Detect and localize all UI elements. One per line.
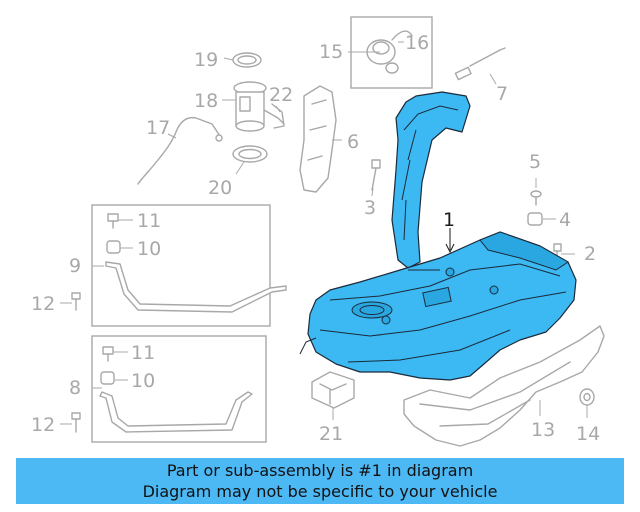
hose-clamp-part [215, 134, 223, 142]
callout-11a: 11 [137, 210, 161, 232]
fuel-tank-part [299, 91, 577, 381]
callout-2: 2 [584, 243, 596, 265]
callout-21: 21 [319, 423, 343, 445]
callout-22: 22 [269, 84, 293, 106]
bolt-12a-part [71, 292, 81, 311]
seal-ring-part [232, 145, 268, 163]
callout-5: 5 [529, 151, 541, 173]
screw-5-part [530, 190, 542, 206]
group-box-8 [91, 335, 267, 443]
callout-10a: 10 [137, 238, 161, 260]
filler-neck [391, 91, 471, 269]
callout-18: 18 [194, 90, 218, 112]
shield-6-part [299, 85, 337, 193]
callout-6: 6 [347, 131, 359, 153]
callout-9: 9 [69, 255, 81, 277]
callout-10b: 10 [131, 370, 155, 392]
callout-19: 19 [194, 49, 218, 71]
caption-line-1: Part or sub-assembly is #1 in diagram [166, 461, 474, 480]
tank-body [307, 231, 577, 381]
sensor-7-part [454, 47, 506, 81]
callout-12a: 12 [31, 293, 55, 315]
clip-11a-part [107, 213, 119, 229]
fuel-pump-part [233, 81, 285, 132]
callout-11b: 11 [131, 342, 155, 364]
shield-13-part [403, 325, 605, 447]
caption-bar: Part or sub-assembly is #1 in diagram Di… [16, 458, 624, 504]
clip-11b-part [102, 346, 114, 362]
bushing-4-part [527, 212, 543, 226]
lock-ring-part [232, 52, 262, 68]
callout-13: 13 [531, 419, 555, 441]
callout-14: 14 [576, 423, 600, 445]
bracket-21-part [311, 371, 355, 409]
pump-opening [351, 301, 393, 319]
bushing-10b-part [100, 371, 115, 385]
callout-20: 20 [208, 177, 232, 199]
grommet-14-part [579, 388, 595, 406]
callout-8: 8 [69, 377, 81, 399]
bolt-12b-part [71, 412, 81, 433]
strap-9-part [105, 261, 287, 313]
callout-1: 1 [443, 209, 455, 231]
callout-3: 3 [364, 197, 376, 219]
callout-15: 15 [319, 41, 343, 63]
callout-17: 17 [146, 117, 170, 139]
bushing-10a-part [106, 240, 121, 254]
callout-7: 7 [496, 83, 508, 105]
callout-4: 4 [559, 209, 571, 231]
bolt-3-part [371, 159, 381, 191]
callout-16: 16 [405, 32, 429, 54]
caption-line-2: Diagram may not be specific to your vehi… [142, 482, 498, 501]
callout-12b: 12 [31, 414, 55, 436]
strap-8-part [99, 391, 253, 433]
hose-part [137, 116, 221, 185]
